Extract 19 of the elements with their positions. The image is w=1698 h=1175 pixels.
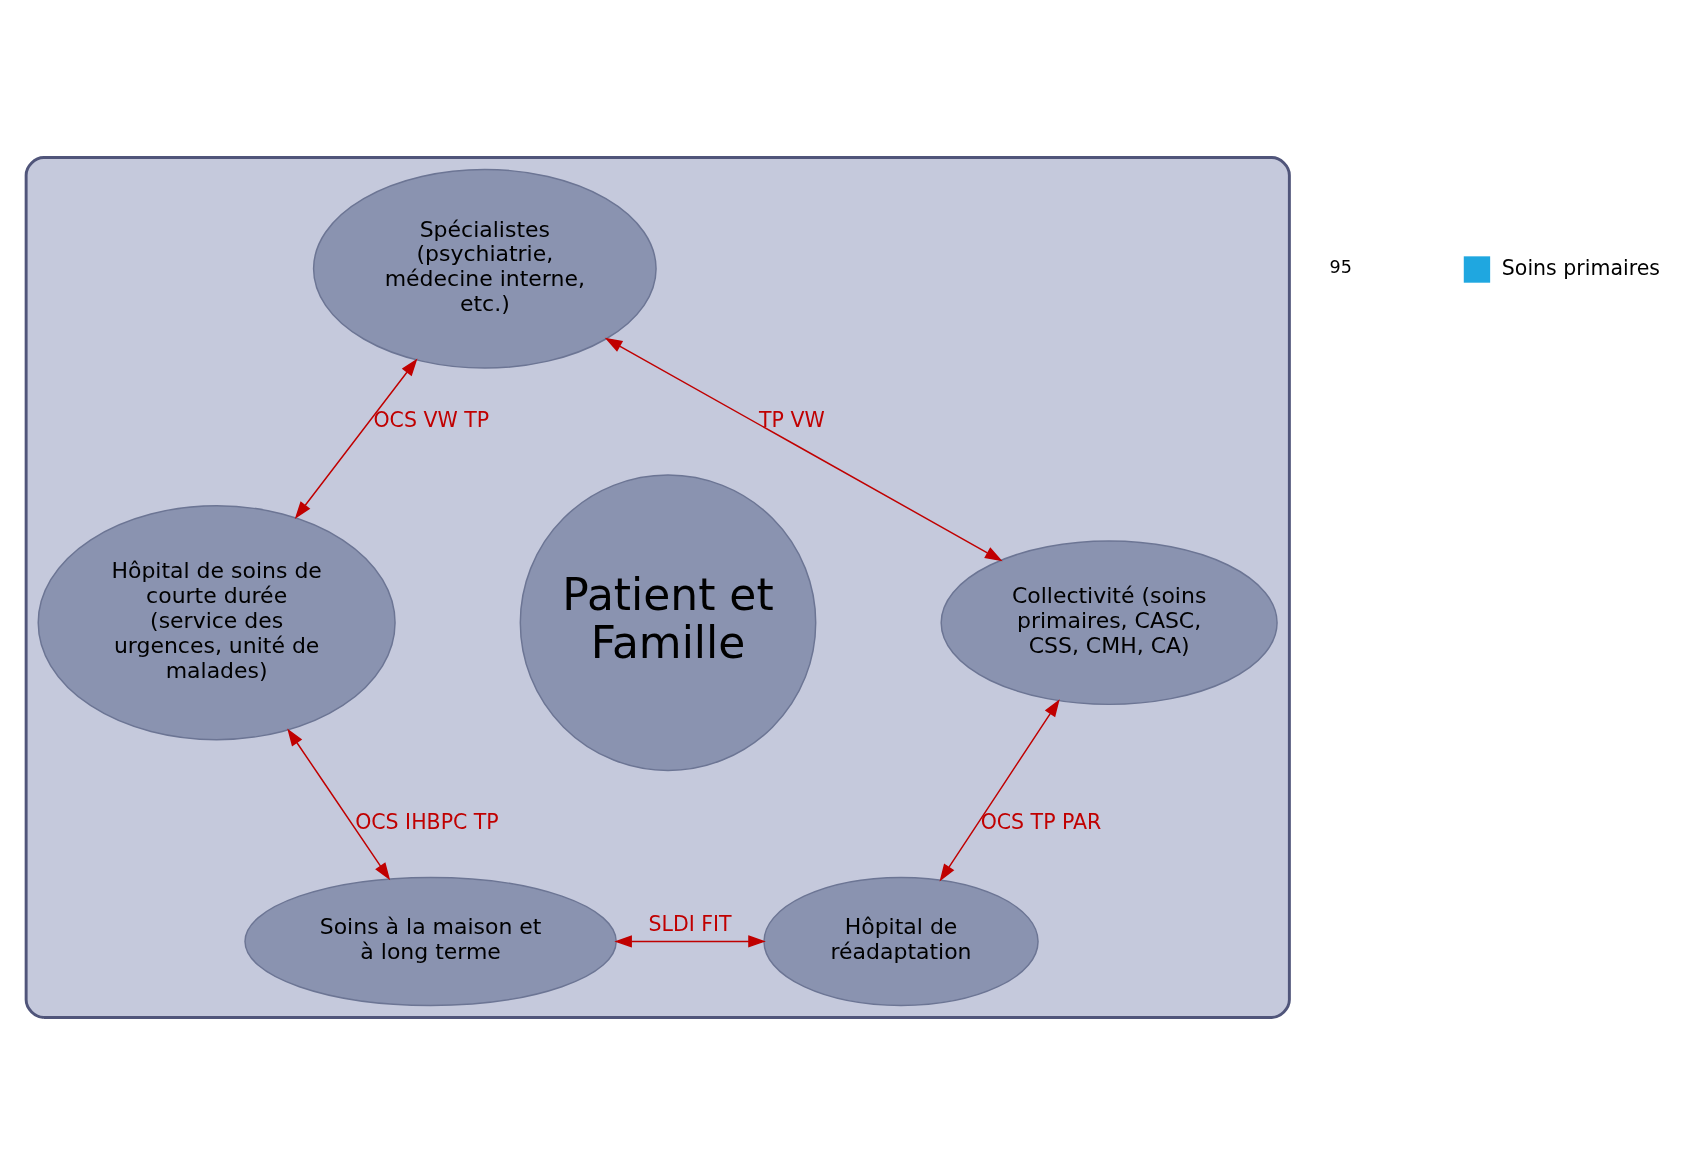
edge-label: SLDI FIT — [648, 912, 732, 937]
edge-label: OCS VW TP — [373, 408, 490, 433]
node-circle: Patient et Famille — [519, 474, 817, 772]
cluster — [24, 156, 1291, 1019]
label: 95 — [1329, 257, 1352, 278]
node-ellipse: Spécialistes (psychiatrie, médecine interne, etc.) — [312, 168, 657, 369]
node-ellipse: Hôpital de soins de courte durée (service des urgences, unité de malades) — [37, 505, 396, 741]
node-ellipse: Collectivité (soins primaires, CASC, CSS, CMH, CA) — [940, 540, 1278, 706]
legend-label: Soins primaires — [1501, 255, 1660, 280]
arrow — [614, 935, 766, 948]
arrow — [604, 337, 1003, 562]
arrow — [294, 358, 418, 519]
edge-label: TP VW — [758, 408, 825, 433]
arrow — [939, 699, 1060, 882]
edge-label: OCS TP PAR — [980, 810, 1102, 835]
arrow — [287, 728, 391, 881]
node-ellipse: Soins à la maison et à long terme — [244, 876, 617, 1007]
node-ellipse: Hôpital de réadaptation — [763, 876, 1039, 1007]
edge-label: OCS IHBPC TP — [355, 810, 499, 835]
